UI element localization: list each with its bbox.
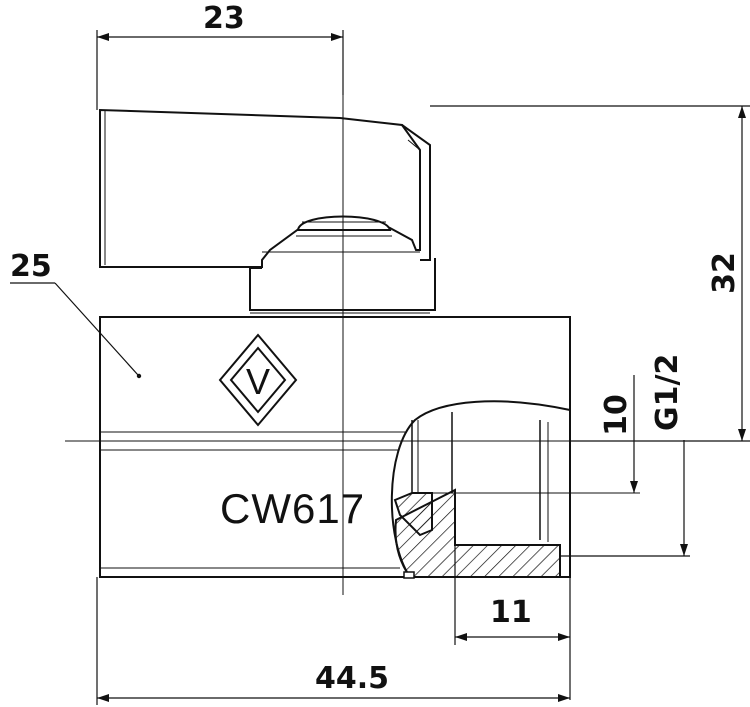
dimension-g1-2 — [560, 440, 690, 557]
dimension-label-44-5: 44.5 — [315, 661, 390, 696]
centre-lines — [65, 95, 640, 595]
dimension-label-g1-2: G1/2 — [650, 353, 685, 431]
leader-25 — [10, 282, 142, 379]
dimension-label-25: 25 — [10, 249, 52, 284]
logo-diamond — [218, 333, 298, 427]
dimension-32 — [430, 105, 750, 442]
dimension-label-23: 23 — [203, 1, 245, 36]
body-marking: CW617 — [220, 485, 366, 532]
dimension-label-10: 10 — [599, 394, 634, 436]
section-cutaway — [390, 400, 640, 579]
dimension-label-32: 32 — [707, 252, 742, 294]
dimension-label-11: 11 — [490, 595, 532, 630]
logo-letter: V — [246, 361, 270, 402]
dimension-44-5 — [96, 577, 570, 705]
dimension-23 — [96, 30, 344, 110]
dimension-11 — [454, 545, 571, 700]
handle-lever — [99, 108, 431, 268]
